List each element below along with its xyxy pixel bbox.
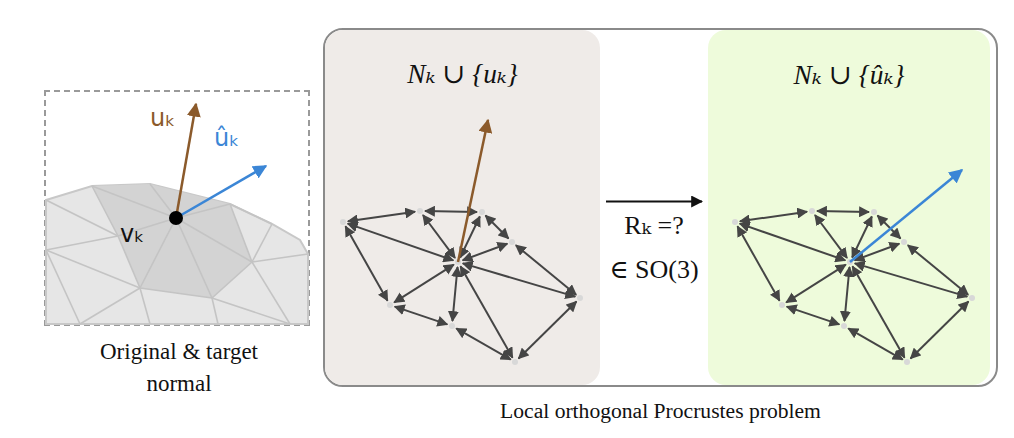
original-normal — [176, 104, 196, 218]
vector-label: ûₖ — [214, 124, 239, 152]
vertex-label: vₖ — [120, 220, 144, 248]
panel-caption: Original & target normal — [74, 336, 284, 400]
procrustes-panel: Nₖ ∪ {uₖ}Nₖ ∪ {ûₖ}Local orthogonal Procr… — [323, 28, 998, 387]
mesh — [46, 184, 308, 324]
normal-panel: Original & target normal — [44, 90, 310, 326]
rotation-arrow — [606, 200, 702, 202]
vector-label: uₖ — [150, 104, 175, 132]
original-graph — [340, 120, 583, 365]
target-graph — [732, 170, 975, 365]
panel-heading: Nₖ ∪ {ûₖ} — [708, 58, 990, 91]
target-panel: Nₖ ∪ {ûₖ} — [708, 30, 990, 385]
original-panel: Nₖ ∪ {uₖ} — [325, 30, 600, 385]
edge-label: Rₖ =? — [596, 210, 712, 241]
panel-caption: Local orthogonal Procrustes problem — [323, 399, 998, 424]
panel-heading: Nₖ ∪ {uₖ} — [325, 58, 600, 90]
vertex-dot — [169, 211, 183, 225]
group-label: ∈ SO(3) — [594, 254, 714, 285]
target-normal — [176, 166, 266, 218]
